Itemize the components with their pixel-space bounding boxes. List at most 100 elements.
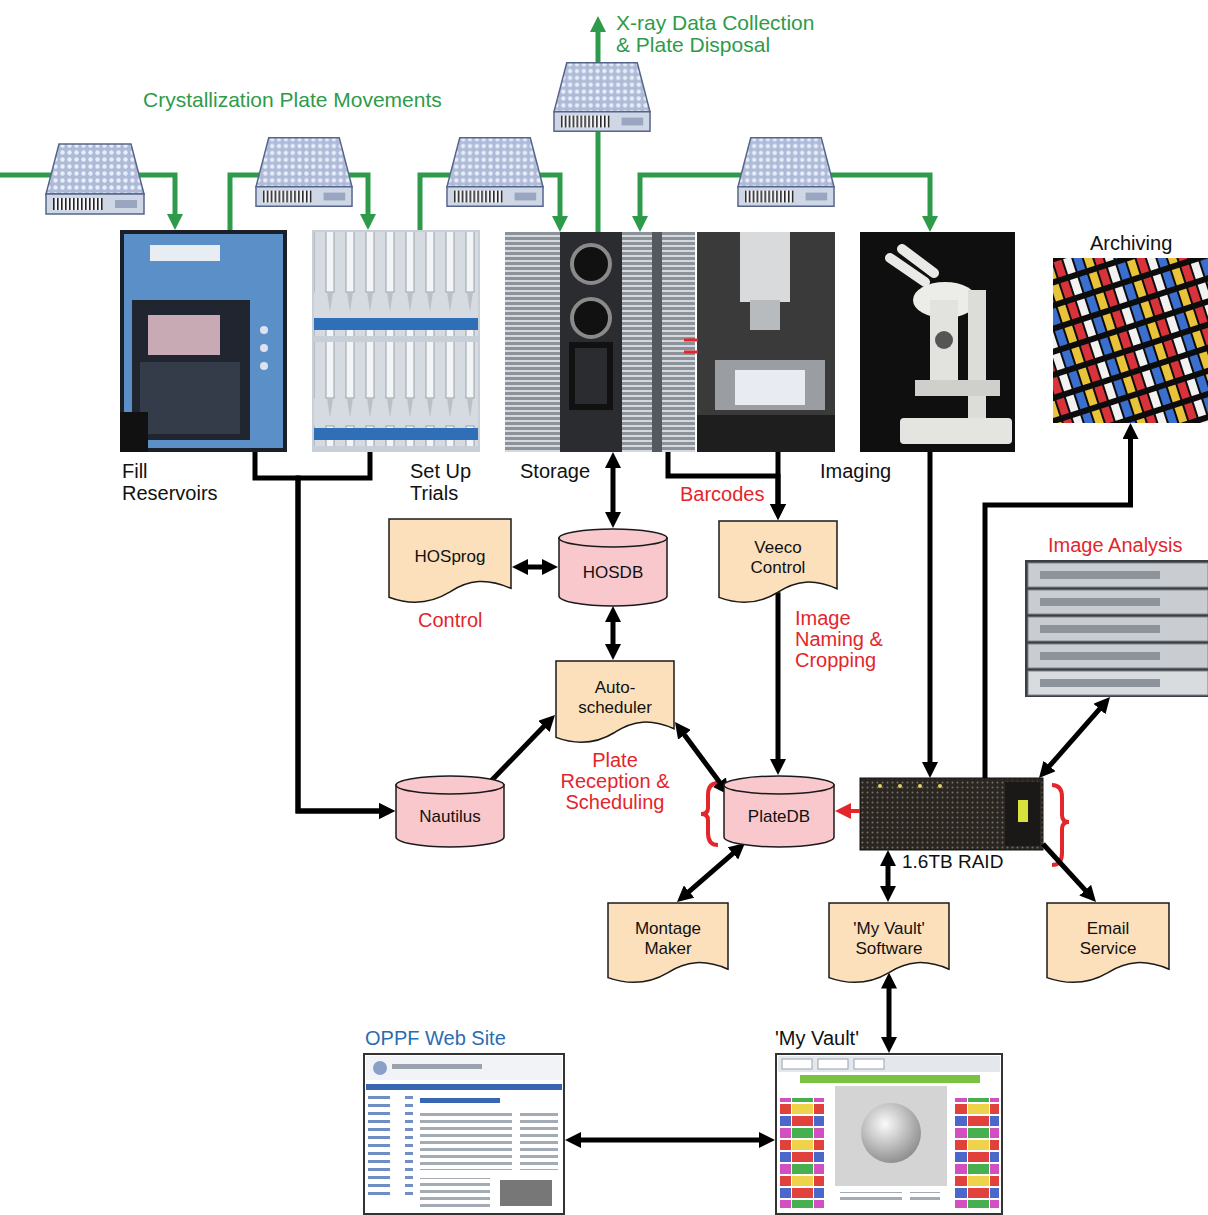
node-label: 'My Vault' Software — [841, 919, 937, 958]
node-content: Email Service — [1046, 902, 1170, 986]
node-content: HOSprog — [388, 518, 512, 606]
my-vault-screenshot — [776, 1054, 1002, 1214]
annotation-label: Barcodes — [680, 484, 765, 505]
data-flow-arrow — [577, 1138, 763, 1143]
photo-caption: Storage — [520, 460, 590, 482]
data-flow-arrow — [298, 452, 383, 811]
document-fill — [389, 519, 511, 602]
node-label: Veeco Control — [730, 538, 826, 577]
software-document: Montage Maker — [607, 902, 729, 986]
software-document: Auto- scheduler — [555, 660, 675, 746]
label-holder: X-ray Data Collection & Plate Disposal — [616, 12, 821, 56]
caption-holder: OPPF Web Site — [365, 1027, 506, 1049]
software-document: HOSprog — [388, 518, 512, 606]
tape-archive-photo — [1053, 258, 1208, 423]
document-fill — [829, 903, 949, 982]
pipetting-robot-photo — [312, 230, 480, 452]
cylinder-top — [396, 776, 504, 794]
photo-caption: 1.6TB RAID — [902, 852, 1003, 873]
document-fill — [719, 521, 837, 602]
data-flow-arrow — [611, 618, 616, 648]
storage-photo — [505, 232, 695, 452]
node-label: Email Service — [1060, 919, 1156, 958]
annotation-label: Plate Reception & Scheduling — [545, 750, 685, 813]
node-content: Auto- scheduler — [555, 660, 675, 746]
plate-movement-arrows — [0, 28, 930, 232]
fill-robot-photo — [120, 230, 287, 452]
cylinder-top — [724, 776, 834, 794]
photo-caption: Fill Reservoirs — [122, 460, 232, 504]
equipment-photo: 1.6TB RAID — [860, 778, 1043, 850]
node-label: Montage Maker — [620, 919, 716, 958]
equipment-photo: 'My Vault' — [775, 1053, 1003, 1215]
caption-holder: Archiving — [1090, 232, 1172, 254]
photo-caption: Archiving — [1090, 232, 1172, 254]
caption-holder: Image Analysis — [1048, 534, 1183, 556]
node-content: PlateDB — [723, 775, 835, 847]
equipment-photo: Storage — [505, 232, 695, 452]
node-content: 'My Vault' Software — [828, 902, 950, 986]
annotation-label: Crystallization Plate Movements — [143, 89, 442, 111]
node-label: HOSprog — [415, 547, 486, 567]
microscope-photo — [860, 232, 1015, 452]
group-brace — [701, 783, 1069, 865]
data-flow-arrow — [255, 452, 383, 811]
server-rack-photo — [1025, 560, 1208, 697]
data-flow-arrow — [611, 464, 616, 516]
software-document: Veeco Control — [718, 520, 838, 606]
document-fill — [608, 903, 728, 982]
data-flow-arrow — [686, 851, 736, 894]
node-content: Veeco Control — [718, 520, 838, 606]
software-document: Email Service — [1046, 902, 1170, 986]
photo-caption: Image Analysis — [1048, 534, 1183, 556]
data-flow-arrow — [491, 724, 547, 781]
label-holder: Image Naming & Cropping — [795, 608, 907, 671]
document-fill — [556, 661, 674, 742]
node-label: PlateDB — [748, 807, 810, 827]
caption-holder: 'My Vault' — [775, 1027, 859, 1049]
node-content: Montage Maker — [607, 902, 729, 986]
node-label: HOSDB — [583, 563, 643, 583]
raid-photo — [860, 778, 1043, 850]
photo-caption: Imaging — [820, 460, 891, 482]
data-flow-arrow — [847, 809, 860, 813]
equipment-photo: Set Up Trials — [312, 230, 480, 452]
annotation-label: Image Naming & Cropping — [795, 608, 907, 671]
node-label: Auto- scheduler — [567, 678, 663, 717]
equipment-photo: OPPF Web Site — [363, 1053, 565, 1215]
label-holder: Crystallization Plate Movements — [143, 89, 442, 111]
caption-holder: Imaging — [820, 460, 891, 482]
cylinder-body — [559, 538, 667, 606]
data-flow-arrow — [524, 565, 546, 570]
photo-caption: 'My Vault' — [775, 1027, 859, 1049]
data-flow-arrow — [682, 732, 722, 786]
data-flow-arrow — [887, 985, 892, 1041]
node-content: HOSDB — [558, 528, 668, 606]
data-flow-arrow — [668, 452, 778, 508]
database-cylinder: Nautilus — [395, 775, 505, 847]
photo-caption: Set Up Trials — [410, 460, 485, 504]
data-flow-arrow — [886, 862, 891, 890]
equipment-photo: Fill Reservoirs — [120, 230, 287, 452]
database-cylinder: PlateDB — [723, 775, 835, 847]
data-flow-arrow — [1043, 844, 1088, 893]
equipment-photo: Image Analysis — [1025, 560, 1208, 697]
node-label: Nautilus — [419, 807, 480, 827]
label-holder: Barcodes — [680, 484, 765, 505]
caption-holder: Fill Reservoirs — [122, 460, 232, 504]
crystallization-plate — [46, 63, 834, 214]
microscope-link — [928, 452, 933, 766]
software-document: 'My Vault' Software — [828, 902, 950, 986]
document-fill — [1047, 903, 1169, 982]
web-site-screenshot — [364, 1054, 564, 1214]
caption-holder: 1.6TB RAID — [902, 852, 1003, 873]
cylinder-top — [559, 529, 667, 547]
caption-holder: Set Up Trials — [410, 460, 485, 504]
equipment-photo: Imaging — [697, 232, 835, 452]
equipment-photo: Archiving — [1053, 258, 1208, 423]
data-flow-arrow — [776, 452, 781, 508]
node-content: Nautilus — [395, 775, 505, 847]
label-holder: Control — [418, 610, 482, 631]
